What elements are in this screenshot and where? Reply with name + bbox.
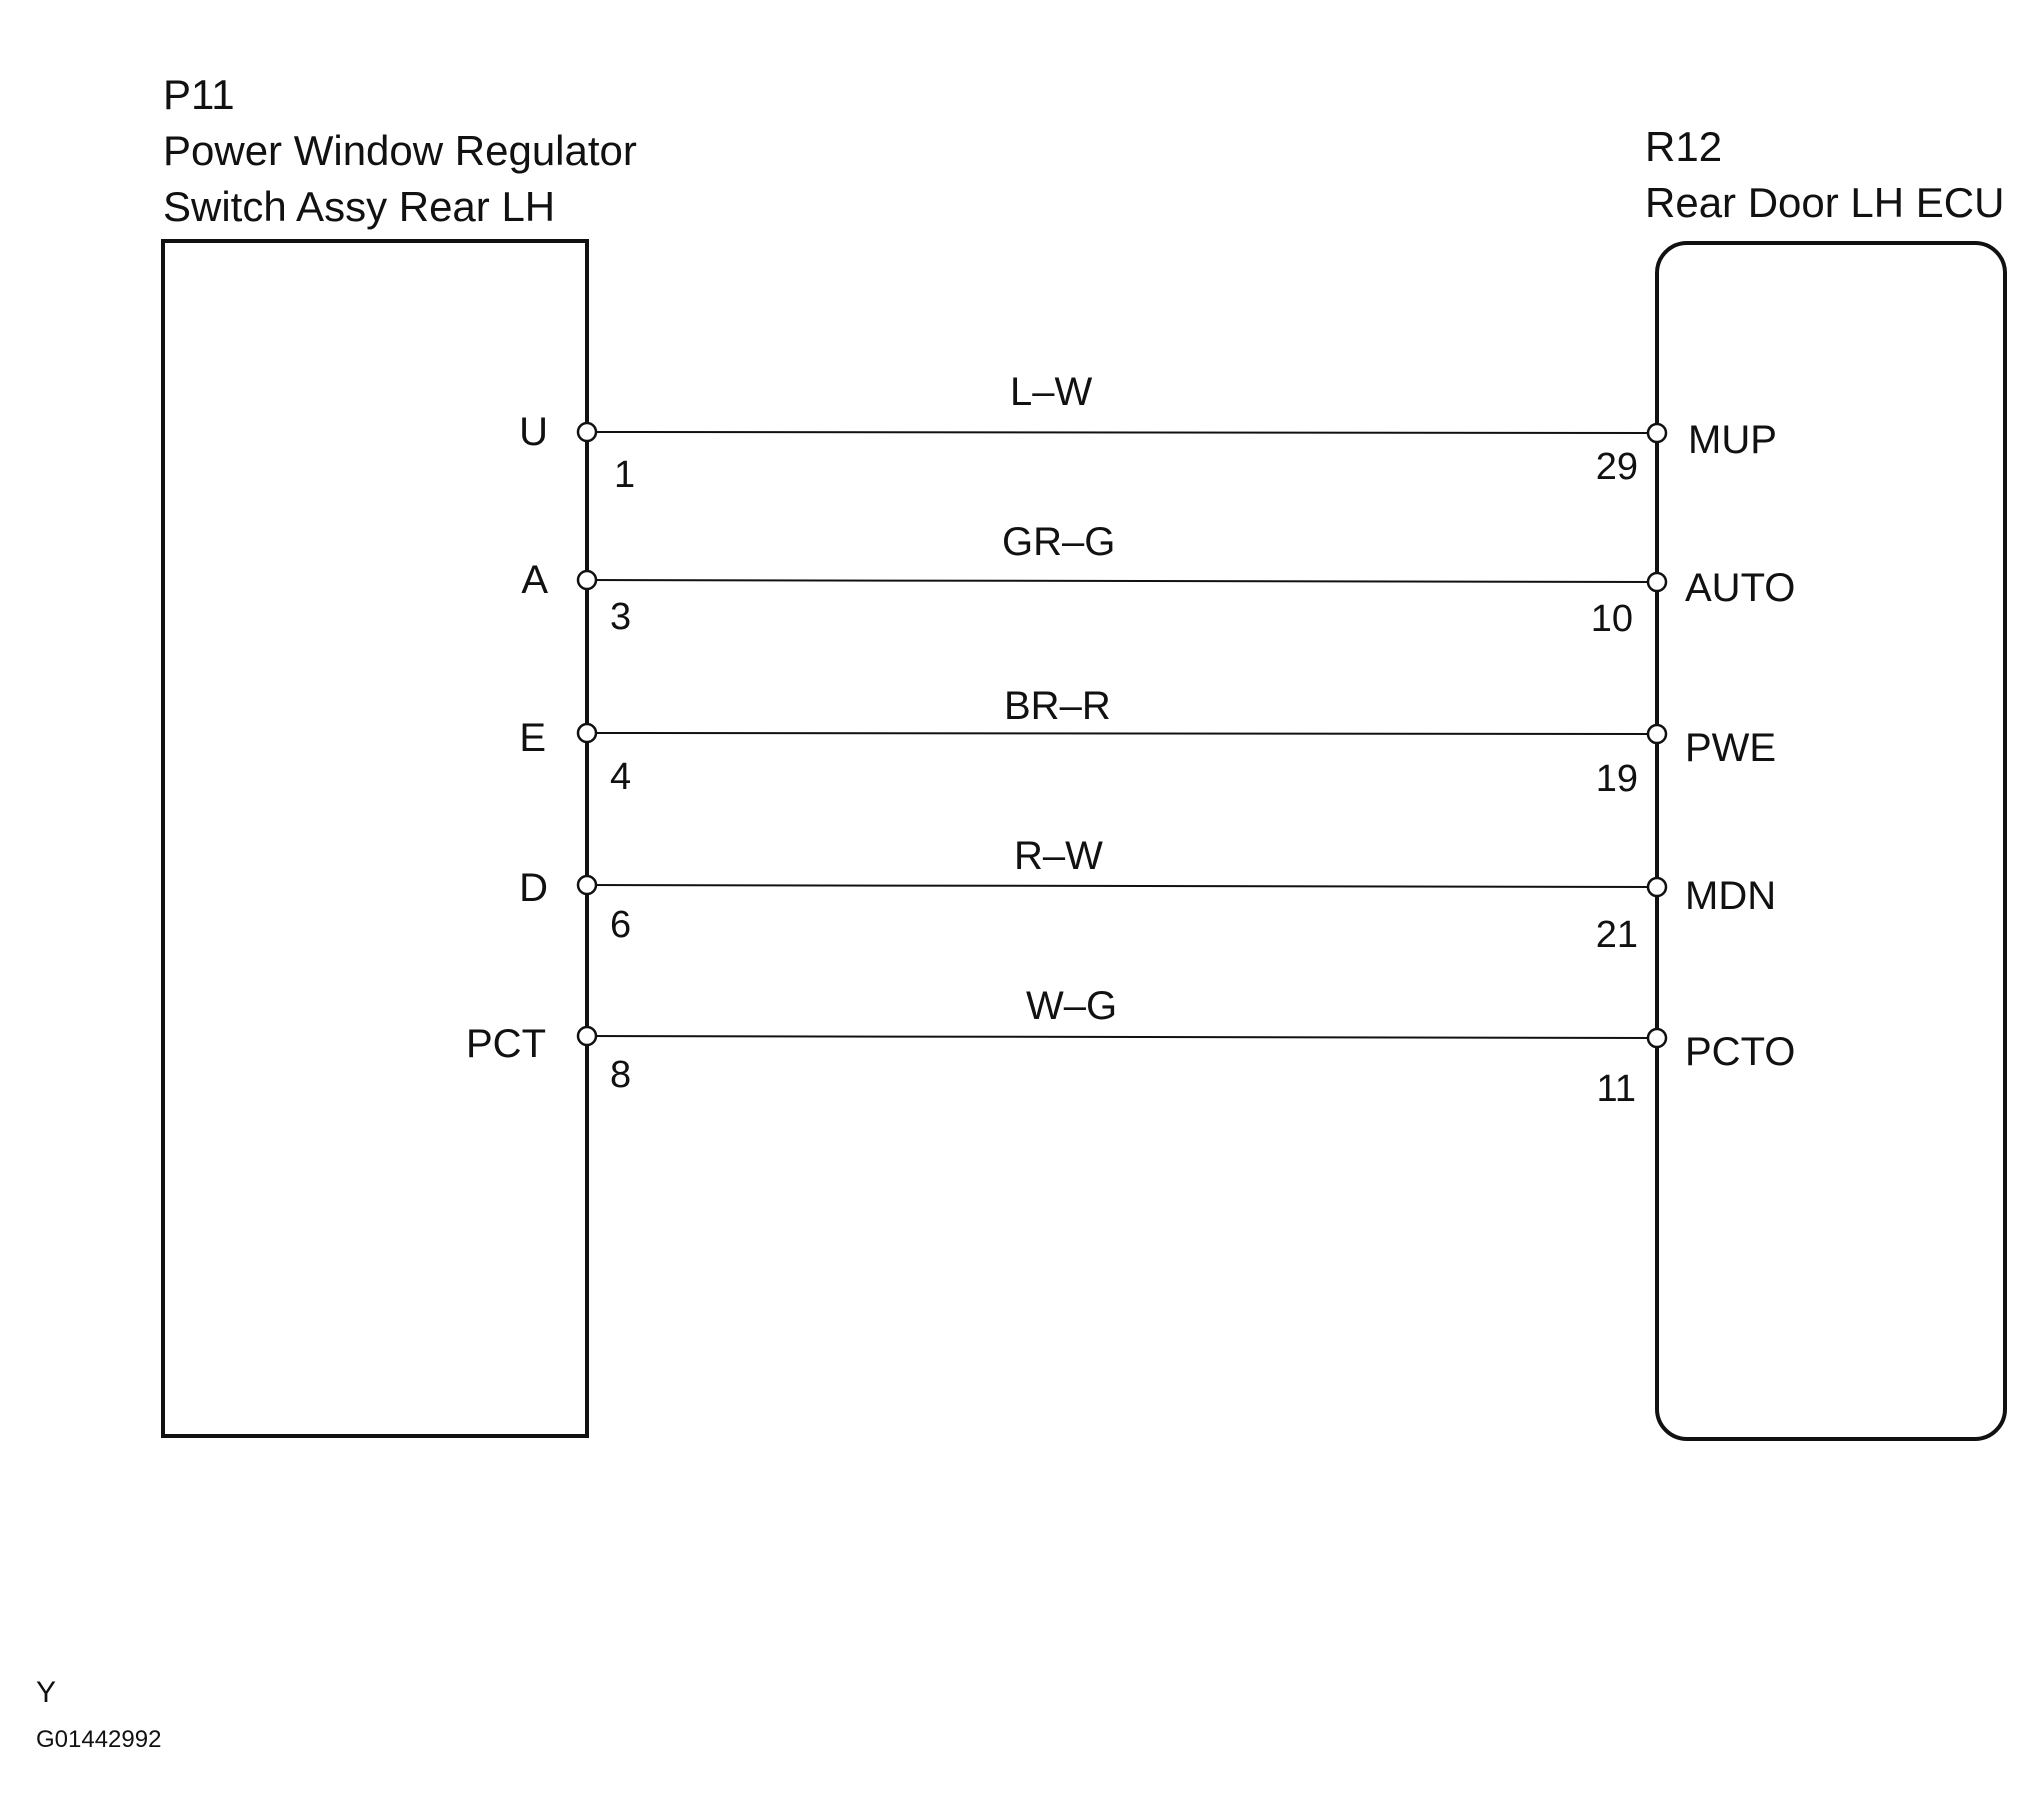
wire-color-label: L–W [1010, 370, 1093, 414]
wire-line [586, 1035, 1658, 1039]
right-terminal-label: MDN [1685, 874, 1777, 918]
left-component-name-line2: Switch Assy Rear LH [163, 183, 556, 230]
wire-connection [576, 1025, 1668, 1049]
left-terminal-label: A [521, 558, 548, 602]
left-pin-number: 6 [610, 904, 632, 946]
left-terminal-circle [576, 722, 598, 744]
left-component-code: P11 [163, 71, 235, 118]
left-pin-number: 3 [610, 596, 632, 638]
left-terminal-label: U [519, 410, 548, 454]
left-pin-number: 1 [614, 454, 636, 496]
right-terminal-circle [1646, 571, 1668, 593]
right-pin-number: 29 [1595, 446, 1638, 488]
wire-connection [576, 421, 1668, 444]
right-terminal-label: PCTO [1685, 1030, 1796, 1074]
left-terminal-label: D [519, 866, 548, 910]
right-terminal-label: MUP [1688, 418, 1777, 462]
wire-line [586, 431, 1658, 434]
wire-line [586, 579, 1658, 583]
right-pin-number: 11 [1596, 1068, 1636, 1110]
left-terminal-label: PCT [466, 1022, 546, 1066]
right-pin-number: 10 [1590, 598, 1633, 640]
wire-connection [576, 722, 1668, 745]
left-terminal-label: E [519, 716, 546, 760]
left-component-name-line1: Power Window Regulator [163, 127, 637, 174]
right-pin-number: 19 [1595, 758, 1638, 800]
wire-color-label: W–G [1026, 984, 1118, 1028]
left-pin-number: 8 [610, 1054, 632, 1096]
switch-assy-box [161, 239, 589, 1438]
left-pin-number: 4 [610, 756, 632, 798]
right-component-code: R12 [1645, 123, 1723, 170]
wire-line [586, 884, 1658, 888]
footer-mark: Y [36, 1676, 57, 1709]
wire-color-label: R–W [1014, 834, 1103, 878]
left-terminal-circle [576, 421, 598, 443]
right-terminal-circle [1646, 876, 1668, 898]
right-terminal-label: AUTO [1685, 566, 1796, 610]
figure-id: G01442992 [36, 1726, 162, 1753]
right-pin-number: 21 [1595, 914, 1638, 956]
wire-connection [576, 569, 1668, 593]
wire-color-label: BR–R [1004, 684, 1111, 728]
left-terminal-circle [576, 874, 598, 896]
right-terminal-label: PWE [1685, 726, 1777, 770]
ecu-box [1655, 241, 2007, 1441]
wire-connection [576, 874, 1668, 898]
wire-line [586, 732, 1658, 735]
right-terminal-circle [1646, 422, 1668, 444]
wires-layer [576, 421, 1668, 1049]
right-component-name: Rear Door LH ECU [1645, 179, 2005, 226]
left-terminal-circle [576, 569, 598, 591]
left-terminal-circle [576, 1025, 598, 1047]
right-terminal-circle [1646, 1027, 1668, 1049]
right-terminal-circle [1646, 723, 1668, 745]
wire-color-label: GR–G [1002, 520, 1116, 564]
